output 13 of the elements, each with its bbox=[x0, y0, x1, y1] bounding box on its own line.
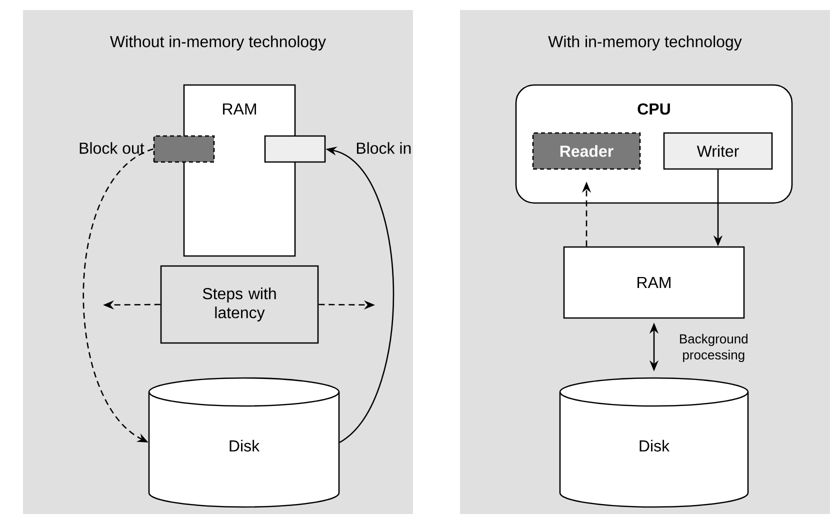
block-label: Block out bbox=[80, 142, 144, 154]
arrow bbox=[82, 148, 154, 442]
reader-box: Reader bbox=[532, 132, 641, 170]
edge-label: Background processing bbox=[668, 332, 759, 364]
writer-box: Writer bbox=[663, 132, 773, 170]
disk-cylinder: Disk bbox=[148, 377, 340, 508]
process-box: Steps with latency bbox=[160, 265, 319, 344]
block-box bbox=[264, 135, 326, 163]
memory-box: RAM bbox=[563, 246, 745, 319]
memory-box: RAM bbox=[183, 84, 296, 257]
disk-cylinder: Disk bbox=[559, 377, 749, 508]
block-label: Block in bbox=[356, 142, 411, 154]
block-box bbox=[153, 135, 215, 163]
